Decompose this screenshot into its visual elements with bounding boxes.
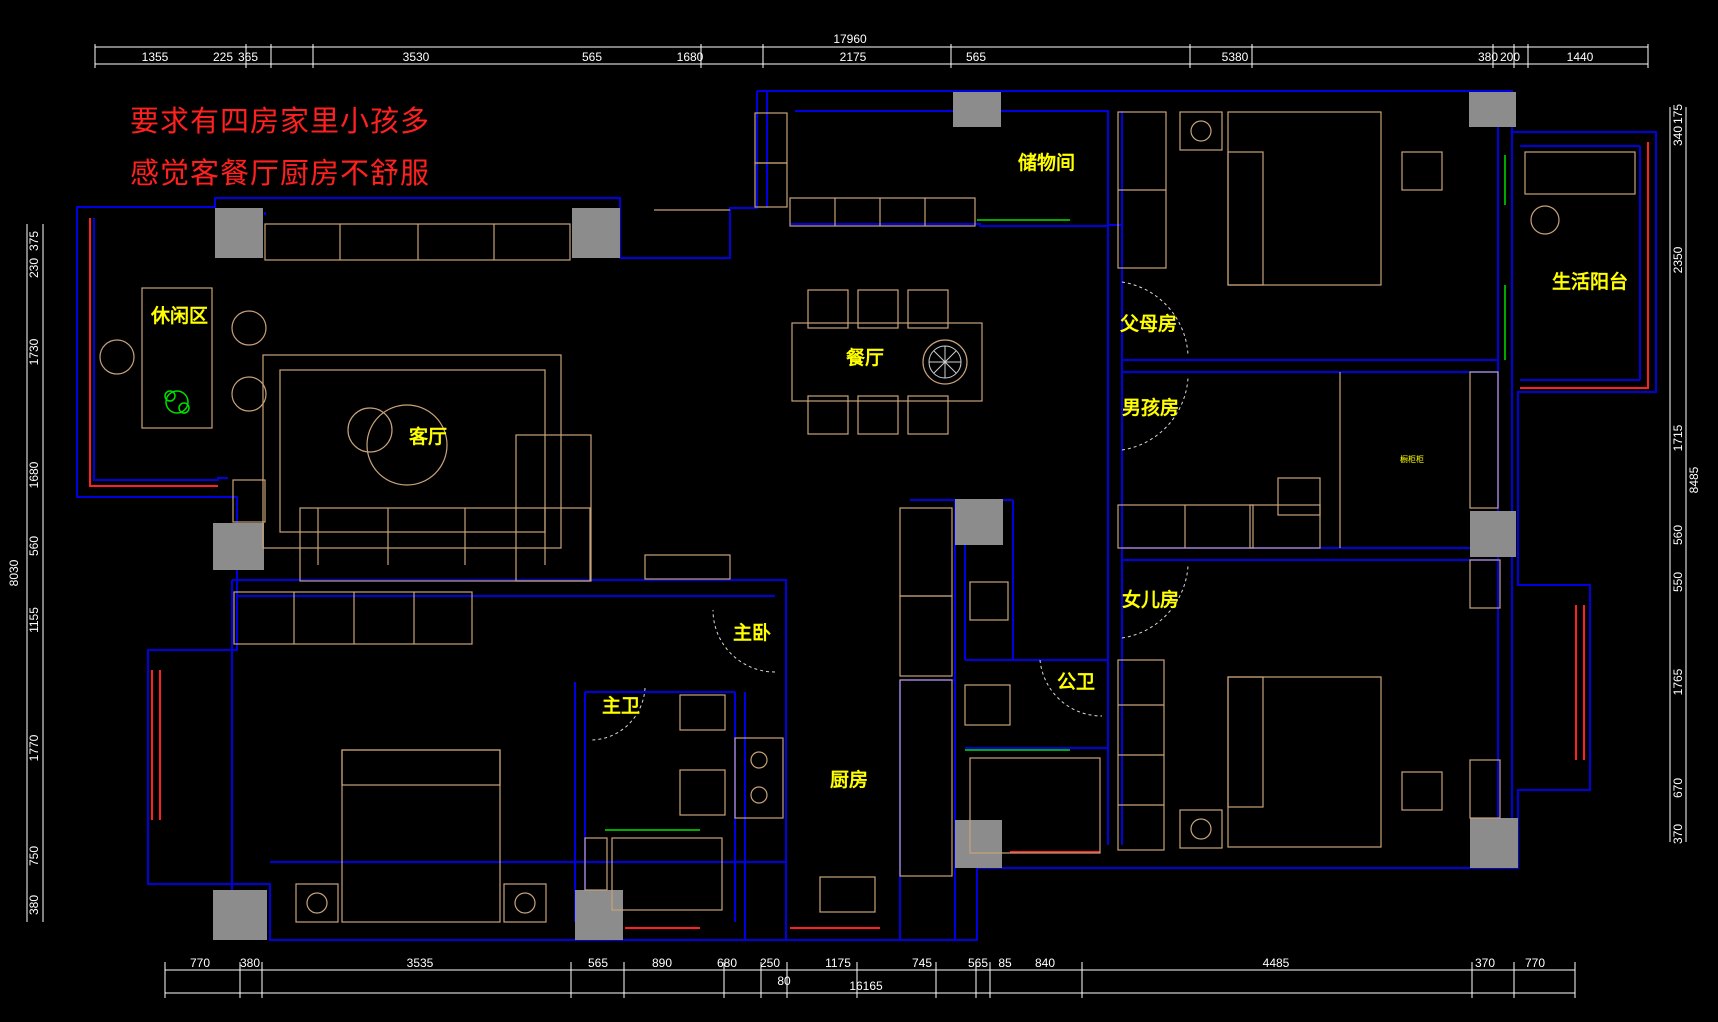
dim-bottom-label: 1175 [825, 956, 851, 970]
label-public-bath: 公卫 [1057, 671, 1095, 693]
dim-top-label: 1680 [677, 50, 704, 64]
dim-bottom-sub: 80 [777, 974, 791, 988]
dim-top-label: 1440 [1567, 50, 1594, 64]
dimension-lines [26, 46, 1687, 994]
dim-bottom-label: 250 [760, 956, 780, 970]
dim-right-label: 2350 [1671, 246, 1685, 273]
label-balcony: 生活阳台 [1552, 270, 1628, 293]
dim-bottom-label: 745 [912, 956, 932, 970]
dim-top-label: 2175 [840, 50, 867, 64]
dim-bottom-label: 770 [1525, 956, 1545, 970]
structural-columns [213, 92, 1518, 940]
dim-top-label: 380 [1478, 50, 1498, 64]
dim-right-label: 560 [1671, 525, 1685, 545]
label-living: 客厅 [409, 425, 447, 448]
plant-icons [164, 155, 1506, 831]
label-master-bath: 主卫 [602, 695, 640, 717]
dim-right-label: 670 [1671, 778, 1685, 798]
room-labels: 储物间 父母房 生活阳台 休闲区 餐厅 客厅 男孩房 女儿房 主卧 主卫 公卫 … [150, 151, 1628, 791]
dim-right-labels: 340 175 2350 1715 560 550 1765 670 370 [1671, 104, 1685, 844]
dim-left-label: 750 [27, 846, 41, 866]
note-line-2: 感觉客餐厅厨房不舒服 [130, 156, 431, 190]
door-swings [591, 281, 1189, 741]
dim-bottom-label: 890 [652, 956, 672, 970]
dim-left-labels: 230 375 1730 1680 560 1155 1770 750 380 [27, 231, 41, 915]
dim-bottom-total: 16165 [849, 979, 883, 993]
dim-left-total: 8030 [7, 559, 21, 586]
dim-left-label: 1155 [27, 607, 41, 633]
dim-left-label: 1730 [27, 338, 41, 365]
label-leisure: 休闲区 [150, 304, 208, 327]
note-line-1: 要求有四房家里小孩多 [130, 104, 431, 138]
dim-top-label: 3530 [403, 50, 430, 64]
dim-top-label: 200 [1500, 50, 1520, 64]
dim-top-label: 225 [213, 50, 233, 64]
dim-bottom-label: 3535 [407, 956, 434, 970]
dim-bottom-label: 4485 [1263, 956, 1290, 970]
label-kitchen: 厨房 [830, 768, 868, 791]
dim-top-label: 5380 [1222, 50, 1249, 64]
dim-top-label: 565 [582, 50, 602, 64]
dim-bottom-labels: 770 380 3535 565 890 680 250 1175 745 565 85 840 448… [190, 956, 1545, 970]
dim-right-label: 1765 [1671, 668, 1685, 695]
dim-top-label: 1355 [142, 50, 169, 64]
dim-bottom-label: 565 [588, 956, 608, 970]
label-storage: 储物间 [1018, 151, 1075, 174]
dim-bottom-label: 840 [1035, 956, 1055, 970]
dim-top-label: 365 [238, 50, 258, 64]
dim-left-label: 380 [27, 895, 41, 915]
furniture [99, 111, 1636, 923]
dim-top-label: 565 [966, 50, 986, 64]
label-small-tag: 橱柜柜 [1400, 454, 1424, 464]
label-master: 主卧 [733, 622, 771, 644]
label-boy: 男孩房 [1122, 396, 1179, 419]
dim-bottom-label: 85 [998, 956, 1012, 970]
dim-right-label: 550 [1671, 572, 1685, 592]
dining-plant-icon [928, 345, 962, 379]
label-parents: 父母房 [1119, 312, 1177, 335]
label-girl: 女儿房 [1122, 588, 1179, 611]
dim-left-label: 1680 [27, 461, 41, 488]
walls [76, 90, 1657, 941]
dim-bottom-label: 380 [240, 956, 260, 970]
dim-left-label: 1770 [27, 734, 41, 761]
dim-right-total: 8485 [1687, 466, 1701, 493]
dim-right-label: 340 [1671, 126, 1685, 146]
dim-bottom-label: 770 [190, 956, 210, 970]
dim-bottom-label: 565 [968, 956, 988, 970]
dim-left-label: 230 [27, 258, 41, 278]
dim-left-label: 375 [27, 231, 41, 251]
dim-right-label: 1715 [1671, 424, 1685, 451]
dim-bottom-label: 680 [717, 956, 737, 970]
dim-right-label: 370 [1671, 824, 1685, 844]
dim-bottom-label: 370 [1475, 956, 1495, 970]
dim-right-label: 175 [1671, 104, 1685, 124]
label-dining: 餐厅 [846, 346, 884, 369]
dim-left-label: 560 [27, 536, 41, 556]
dim-top-total: 17960 [833, 32, 867, 46]
dimension-ticks [94, 44, 1649, 998]
